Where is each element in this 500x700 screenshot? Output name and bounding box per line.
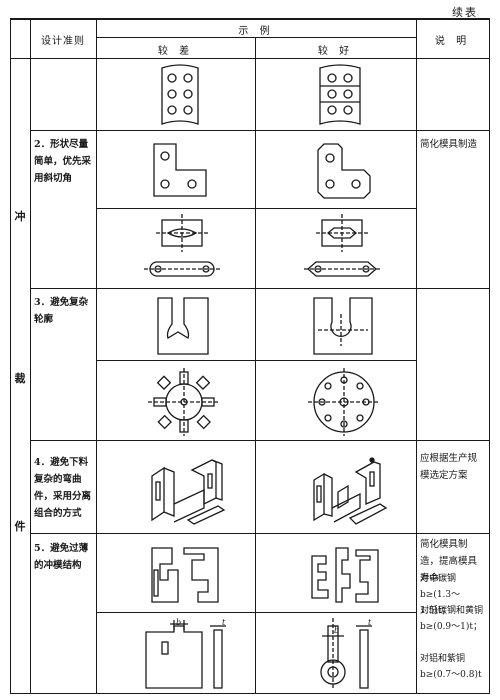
- star-contour-worse-figure: [148, 368, 220, 436]
- principle-divider: [96, 20, 97, 694]
- worse-better-divider: [255, 37, 256, 694]
- thin-die-worse-figure: [151, 547, 219, 603]
- header-worse: 较 差: [157, 46, 194, 57]
- thickness-note-2: 对低碳钢和黄铜b≥(0.9～1)t；: [420, 606, 484, 632]
- principle-row-3: 3．避免复杂轮廓: [34, 297, 89, 325]
- row-line-4: [30, 533, 490, 534]
- sub-row-line-4: [96, 612, 416, 613]
- category-char-1: 冲: [14, 210, 26, 223]
- row-line-1: [30, 130, 490, 131]
- dim-label-b-better: b: [334, 626, 340, 635]
- disc-contour-better-figure: [308, 368, 380, 436]
- sub-row-line-2: [96, 360, 416, 361]
- explanation-row-5: 简化模具制造，提高模具寿命: [420, 539, 478, 584]
- header-example: 示 例: [238, 26, 274, 37]
- header-sub-line: [96, 37, 416, 38]
- dim-label-t-better: t: [368, 618, 372, 627]
- category-divider: [30, 20, 31, 694]
- principle-row-2: 2．形状尽量简单，优先采用斜切角: [34, 139, 92, 184]
- principle-row-5: 5．避免过薄的冲模结构: [34, 543, 89, 571]
- row-line-2: [30, 288, 490, 289]
- border-right: [489, 20, 490, 694]
- header-bottom-line: [10, 58, 490, 59]
- category-char-2: 裁: [14, 372, 26, 385]
- bent-part-better-figure: [313, 457, 388, 525]
- category-char-3: 件: [14, 520, 26, 533]
- table-bottom-line: [10, 693, 490, 694]
- plate-holes-better-figure: [319, 64, 361, 125]
- notch-contour-worse-figure: [157, 297, 209, 355]
- thickness-note-1: 对中碳钢b≥(1.3～1.5)t；: [420, 574, 461, 616]
- slot-part-better-figure: [304, 214, 380, 277]
- l-shape-better-figure: [317, 143, 371, 199]
- dim-label-b-worse: b: [176, 618, 182, 627]
- bent-part-worse-figure: [151, 459, 226, 525]
- row-line-3: [30, 440, 490, 441]
- design-table: 设计准则 示 例 较 差 较 好 说 明 冲 裁 件 2．形状尽量简单，优先采用…: [10, 20, 490, 694]
- die-dimension-worse-figure: [145, 620, 226, 689]
- principle-row-4: 4．避免下料复杂的弯曲件，采用分离组合的方式: [34, 457, 92, 519]
- header-better: 较 好: [317, 46, 354, 57]
- top-rule: [10, 18, 490, 20]
- example-explain-divider: [416, 20, 417, 694]
- notch-contour-better-figure: [313, 297, 373, 355]
- header-explanation: 说 明: [434, 36, 471, 47]
- die-dimension-better-figure: [320, 618, 372, 689]
- sub-row-line-1: [96, 208, 416, 209]
- slot-part-worse-figure: [144, 214, 220, 277]
- continued-label: 续表: [452, 6, 478, 19]
- dim-label-t-worse: t: [222, 618, 226, 627]
- l-shape-worse-figure: [153, 143, 207, 197]
- explanation-row-2: 简化模具制造: [420, 139, 478, 150]
- thickness-note-3: 对铝和紫铜b≥(0.7～0.8)t: [420, 654, 482, 680]
- header-principle: 设计准则: [41, 36, 85, 47]
- plate-holes-worse-figure: [161, 64, 199, 125]
- explanation-row-4: 应根据生产规模选定方案: [420, 453, 478, 481]
- border-left: [10, 20, 11, 694]
- thin-die-better-figure: [311, 547, 379, 603]
